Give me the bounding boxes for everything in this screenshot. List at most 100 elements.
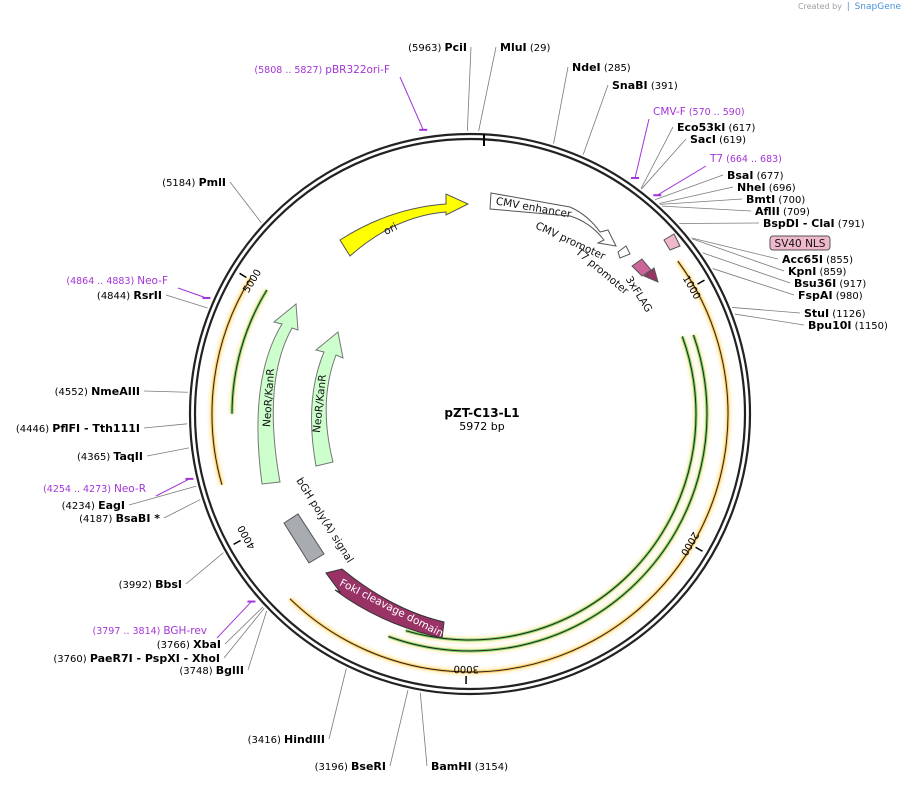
primer-leader-1 (634, 118, 650, 179)
site-leader-0 (478, 46, 497, 132)
site-label-bamhi: BamHI (3154) (431, 760, 508, 773)
site-leader-14 (732, 307, 801, 314)
site-leader-15 (734, 313, 805, 326)
site-leader-l-7 (163, 499, 201, 519)
site-leader-5 (654, 174, 724, 201)
site-leader-l-0 (466, 46, 472, 132)
neor-kanr-feature-arrow-1[interactable] (257, 303, 299, 485)
neor-kanr-label-1: NeoR/KanR (261, 368, 277, 427)
cds-arc-green-neo-core (231, 289, 268, 414)
site-label-nhei: NheI (696) (737, 181, 796, 194)
site-label-xbai: (3766) XbaI (157, 638, 221, 651)
site-leader-l-12 (165, 294, 208, 309)
site-label-bsai: BsaI (677) (727, 169, 784, 182)
tick-mark-3 (233, 539, 241, 546)
cds-arc-green-outer-core (388, 334, 708, 652)
plasmid-name: pZT-C13-L1 (444, 406, 519, 420)
primer-label-pbr322ori-f: (5808 .. 5827) pBR322ori-F (254, 64, 390, 76)
site-leader-1 (553, 66, 569, 144)
site-label-taqii: (4365) TaqII (77, 450, 143, 463)
foki-cleavage-domain-label: FokI cleavage domain (338, 577, 446, 640)
site-leader-2 (582, 84, 609, 155)
tick-mark-4 (239, 272, 247, 279)
credit-prefix: Created by (797, 2, 842, 11)
site-label-bsabi-: (4187) BsaBI * (79, 512, 160, 525)
snapgene-logo-icon: ❘ (844, 2, 853, 12)
ori-feature-arrow[interactable] (339, 193, 470, 257)
site-leader-7 (660, 198, 743, 205)
credit-brand: SnapGene (854, 2, 901, 12)
site-leader-6 (659, 186, 734, 204)
site-leader-l-1 (389, 690, 409, 767)
primer-leader-3 (177, 287, 207, 299)
site-leader-l-5 (224, 606, 264, 645)
cds-arc-green-outer-halo (387, 333, 711, 655)
site-label-eco53ki: Eco53kI (617) (677, 121, 755, 134)
site-label-bmti: BmtI (700) (746, 193, 805, 206)
site-leader-10 (691, 237, 779, 260)
site-label-hindiii: (3416) HindIII (248, 733, 325, 746)
site-leader-3 (640, 126, 674, 189)
primer-leader-0 (399, 76, 424, 131)
site-label-pcii: (5963) PciI (408, 41, 467, 54)
site-label-aflii: AflII (709) (755, 205, 810, 218)
site-label-pmli: (5184) PmlI (162, 176, 226, 189)
primer-label-bgh-rev: (3797 .. 3814) BGH-rev (93, 625, 207, 637)
cds-arc-orange-neo-core (211, 278, 251, 485)
sv40-nls-feature[interactable] (663, 233, 681, 251)
site-label-bpu10i: Bpu10I (1150) (808, 319, 888, 332)
plasmid-length: 5972 bp (459, 420, 504, 433)
site-leader-l-4 (223, 607, 265, 659)
site-leader-11 (692, 238, 785, 272)
bgh-polya-feature[interactable] (283, 513, 325, 564)
cmv-enhancer-label: CMV enhancer (495, 196, 573, 221)
site-label-fspai: FspAI (980) (798, 289, 863, 302)
site-leader-l-10 (143, 423, 188, 429)
site-label-bsu36i: Bsu36I (917) (794, 277, 866, 290)
site-label-rsrii: (4844) RsrII (97, 289, 162, 302)
restriction-sites: MluI (29)NdeI (285)SnaBI (391)Eco53kI (6… (16, 41, 888, 773)
site-label-saci: SacI (619) (690, 133, 746, 146)
primer-label-cmv-f: CMV-F (570 .. 590) (653, 106, 745, 118)
site-label-eagi: (4234) EagI (62, 499, 125, 512)
site-leaders (128, 46, 805, 767)
site-leader-l-2 (328, 668, 347, 740)
site-leader-l-6 (185, 552, 224, 585)
site-leader-4 (641, 138, 687, 190)
primer-label-neo-f: (4864 .. 4883) Neo-F (66, 275, 168, 287)
cds-arc-green-inner-core (405, 336, 697, 641)
site-label-stui: StuI (1126) (804, 307, 866, 320)
site-leader-l-13 (229, 181, 262, 224)
primer-annotations: (5808 .. 5827) pBR322ori-F CMV-F (570 .. … (43, 64, 782, 639)
cmv-promoter-label: CMV promoter (533, 220, 607, 263)
tick-label-2: 3000 (453, 663, 479, 674)
backbone-inner-ring (193, 137, 747, 691)
primer-label-t7: T7 (664 .. 683) (709, 153, 782, 165)
neor-kanr-feature-arrow-2[interactable] (311, 331, 344, 467)
site-leader-l-11 (143, 390, 188, 393)
foki-cleavage-domain-arrow[interactable] (325, 568, 445, 639)
site-leader-l-3 (247, 610, 268, 671)
site-label-bglii: (3748) BglII (179, 664, 244, 677)
t7-promoter-feature-arrow[interactable] (617, 245, 631, 259)
3xflag-small-arrow[interactable] (643, 267, 659, 283)
cmv-enhancer-feature-arrow[interactable] (489, 192, 617, 247)
site-label-snabi: SnaBI (391) (612, 79, 678, 92)
snapgene-credit: Created by ❘ SnapGene (798, 2, 901, 12)
site-label-ndei: NdeI (285) (572, 61, 631, 74)
site-label-acc65i: Acc65I (855) (782, 253, 853, 266)
cds-arc-green-outer (387, 334, 709, 653)
site-label-bspdi-clai: BspDI - ClaI (791) (763, 217, 865, 230)
site-label-nmeaiii: (4552) NmeAIII (55, 385, 140, 398)
site-label-paer7i-pspxi-xhoi: (3760) PaeR7I - PspXI - XhoI (53, 652, 220, 665)
tick-mark-1 (695, 546, 703, 552)
primer-leader-2 (657, 165, 707, 196)
3xflag-label: 3xFLAG (623, 274, 654, 314)
site-leader-13 (712, 268, 795, 296)
tick-mark-0 (697, 279, 705, 285)
site-leader-8 (662, 205, 752, 212)
primer-leader-5 (216, 601, 252, 639)
site-label-bseri: (3196) BseRI (315, 760, 386, 773)
ori-label: ori (382, 221, 400, 238)
